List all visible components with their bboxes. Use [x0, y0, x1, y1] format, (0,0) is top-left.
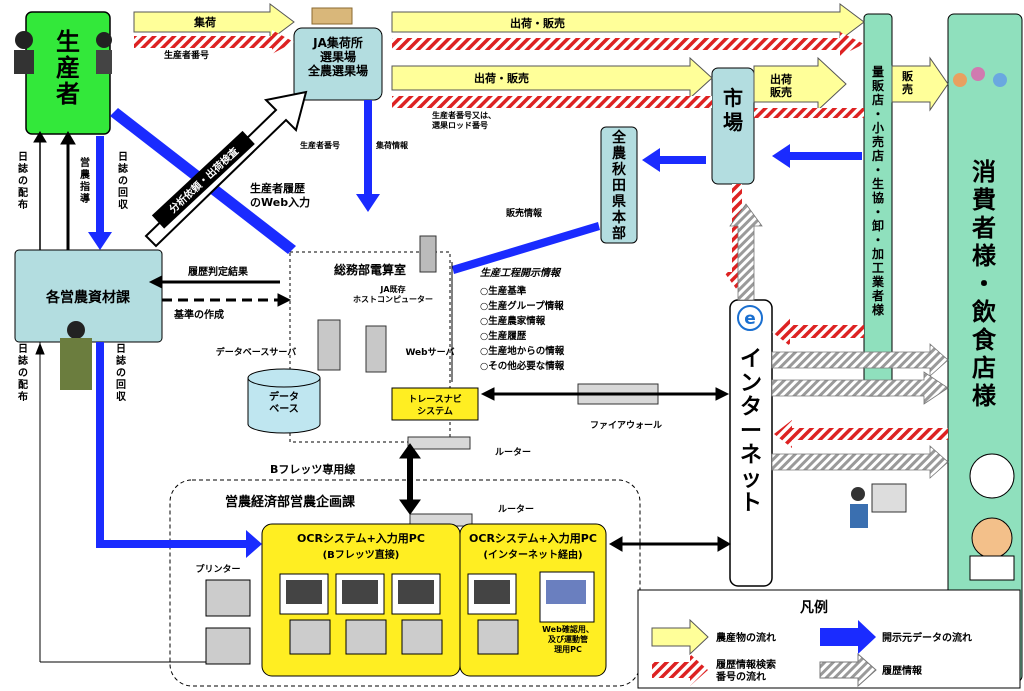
browser-e-icon: e	[738, 306, 762, 330]
collection-info-label: 集荷情報	[375, 140, 409, 150]
criteria-creation-label: 基準の作成	[173, 308, 224, 321]
bflets-line-label: Bフレッツ専用線	[270, 462, 355, 476]
journal-distribution-label-1: 日誌の配布	[18, 151, 28, 211]
farming-guidance-label: 営農指導	[80, 156, 91, 205]
ja-collection-node: JA集荷所選果場全農選果場	[294, 8, 382, 100]
laptop-icon	[540, 572, 594, 622]
web-server-icon	[366, 326, 386, 372]
web-input-label: 生産者履歴のWeb入力	[250, 181, 310, 209]
disclosure-info-list: ○生産基準 ○生産グループ情報 ○生産農家情報 ○生産履歴 ○生産地からの情報 …	[480, 285, 565, 372]
router-1-label: ルーター	[495, 446, 531, 458]
svg-text:e: e	[744, 309, 756, 329]
router-2-label: ルーター	[498, 503, 534, 515]
producer-number-label: 生産者番号	[164, 49, 209, 61]
database-server-icon	[318, 320, 340, 370]
database-label: データベース	[269, 390, 299, 415]
zennoh-node: 全農秋田県本部	[601, 127, 637, 243]
shipping-sales-label-1: 出荷・販売	[510, 16, 565, 30]
journal-collection-label-1: 日誌の回収	[118, 151, 129, 211]
printer-label: プリンター	[195, 563, 240, 575]
consumers-label: 消費者様・飲食店様	[971, 158, 997, 410]
journal-collection-label-2: 日誌の回収	[116, 343, 127, 403]
disclosure-info-item: ○生産地からの情報	[480, 345, 565, 357]
ocr-right-subtitle: (インターネット経由)	[483, 548, 582, 561]
server-room: 総務部電算室 JA既存ホストコンピューター データベースサーバ Webサーバ デ…	[216, 236, 478, 442]
shipping-sales-label-2: 出荷・販売	[474, 71, 529, 85]
internet-user-icon	[850, 484, 906, 528]
zennoh-label: 全農秋田県本部	[611, 129, 627, 242]
producer-number-label-2: 生産者番号	[300, 140, 340, 150]
shipping-sales-label-3: 出荷販売	[770, 72, 792, 99]
journal-distribution-label-2: 日誌の配布	[18, 343, 28, 403]
host-computer-label: JA既存ホストコンピューター	[353, 284, 433, 304]
legend-title: 凡例	[800, 599, 828, 616]
lot-number-label: 生産者番号又は、選果ロッド番号	[432, 110, 496, 130]
market-node: 市場	[712, 68, 754, 184]
database-server-label: データベースサーバ	[216, 346, 296, 358]
legend: 凡例 農産物の流れ 開示元データの流れ 履歴情報検索番号の流れ 履歴情報	[638, 590, 1020, 688]
resource-section-node: 各営農資材課	[15, 250, 162, 390]
host-computer-icon	[420, 236, 436, 272]
collection-crate-icon	[312, 8, 352, 24]
consumers-node: 消費者様・飲食店様	[948, 14, 1022, 682]
inspection-diagonal-arrow: 分析依頼・出荷検査	[146, 92, 306, 246]
disclosure-info-item: ○生産グループ情報	[480, 300, 564, 312]
producer-node: 生産者	[14, 12, 112, 134]
disclosure-info-item: ○その他必要な情報	[480, 360, 565, 372]
planning-section: 営農経済部営農企画課 OCRシステム+入力用PC (Bフレッツ直接) OCRシス…	[170, 480, 640, 686]
server-room-label: 総務部電算室	[334, 262, 406, 277]
hanbai-label: 販売	[902, 69, 914, 96]
retailers-label: 量販店・小売店・生協・卸・加工業者様	[871, 65, 885, 317]
ocr-left-subtitle: (Bフレッツ直接)	[323, 548, 400, 561]
printer-icon	[206, 580, 250, 664]
planning-section-label: 営農経済部営農企画課	[225, 494, 356, 510]
firewall-label: ファイアウォール	[590, 420, 662, 431]
legend-item-disclosure: 開示元データの流れ	[882, 631, 972, 644]
ocr-right-title: OCRシステム+入力用PC	[469, 531, 597, 545]
sales-info-label: 販売情報	[506, 207, 543, 219]
resource-section-label: 各営農資材課	[45, 289, 131, 306]
retailers-node: 量販店・小売店・生協・卸・加工業者様	[864, 14, 892, 396]
disclosure-info-title: 生産工程開示情報	[480, 267, 562, 279]
disclosure-info-item: ○生産基準	[480, 285, 527, 297]
legend-item-produce: 農産物の流れ	[716, 631, 776, 644]
disclosure-info-item: ○生産農家情報	[480, 315, 546, 327]
router-1-icon	[408, 437, 470, 449]
producer-label: 生産者	[56, 28, 80, 108]
internet-node: インターネット e	[730, 300, 772, 586]
shuka-label: 集荷	[193, 15, 216, 29]
market-label: 市場	[723, 86, 743, 134]
disclosure-info-item: ○生産履歴	[480, 330, 527, 342]
judgment-result-label: 履歴判定結果	[187, 265, 249, 278]
internet-label: インターネット	[740, 347, 762, 516]
ocr-left-title: OCRシステム+入力用PC	[297, 531, 425, 545]
legend-item-history: 履歴情報	[881, 664, 923, 677]
web-server-label: Webサーバ	[405, 347, 454, 358]
